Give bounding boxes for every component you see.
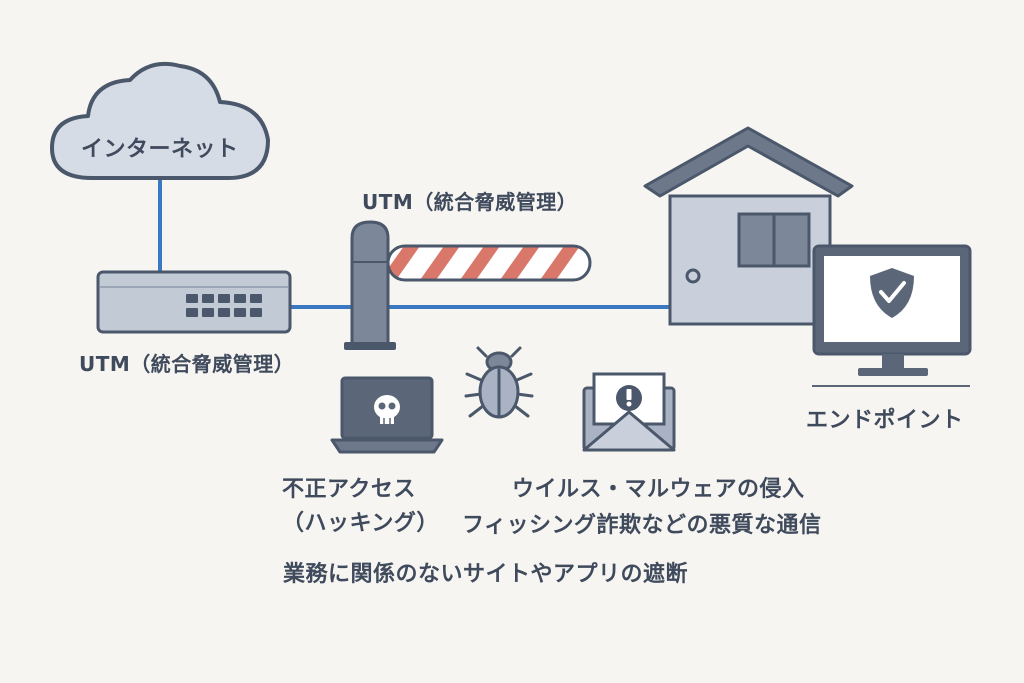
utm-gate-label: UTM（統合脅威管理） bbox=[362, 190, 578, 214]
utm-device-label: UTM（統合脅威管理） bbox=[79, 352, 295, 376]
endpoint-label: エンドポイント bbox=[806, 408, 964, 433]
house-icon bbox=[643, 126, 854, 326]
laptop-skull-icon bbox=[330, 376, 444, 454]
barrier-gate-icon bbox=[344, 220, 592, 350]
bug-icon bbox=[464, 346, 534, 419]
envelope-warning-icon bbox=[582, 372, 676, 452]
monitor-shield-icon bbox=[812, 244, 972, 387]
threat-unauthorized-access: 不正アクセス bbox=[282, 477, 416, 502]
cloud-icon bbox=[50, 61, 270, 180]
threat-virus-malware: ウイルス・マルウェアの侵入 bbox=[512, 477, 805, 502]
threat-hacking: （ハッキング） bbox=[282, 511, 439, 536]
internet-label: インターネット bbox=[81, 137, 239, 162]
threat-phishing: フィッシング詐欺などの悪質な通信 bbox=[462, 513, 822, 538]
threat-block-sites: 業務に関係のないサイトやアプリの遮断 bbox=[283, 562, 689, 587]
network-switch-icon bbox=[96, 270, 292, 334]
